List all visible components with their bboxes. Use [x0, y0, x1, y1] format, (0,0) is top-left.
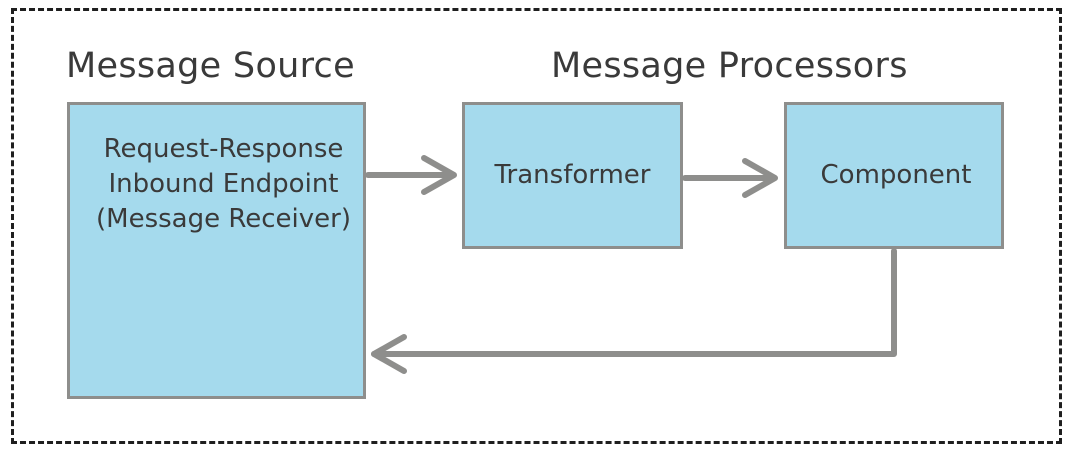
- source-label-line-2: Inbound Endpoint: [108, 169, 339, 199]
- component-label: Component: [820, 160, 972, 190]
- component-node: Component: [784, 102, 1004, 249]
- transformer-node: Transformer: [462, 102, 683, 249]
- request-response-inbound-endpoint-node: Request-Response Inbound Endpoint (Messa…: [67, 102, 366, 399]
- message-source-heading: Message Source: [66, 46, 355, 86]
- dashed-boundary: [11, 8, 1062, 444]
- message-processors-heading: Message Processors: [551, 46, 908, 86]
- source-node-label: Request-Response Inbound Endpoint (Messa…: [82, 132, 351, 237]
- source-label-line-3: (Message Receiver): [96, 204, 351, 234]
- source-label-line-1: Request-Response: [103, 134, 344, 164]
- transformer-label: Transformer: [494, 160, 651, 190]
